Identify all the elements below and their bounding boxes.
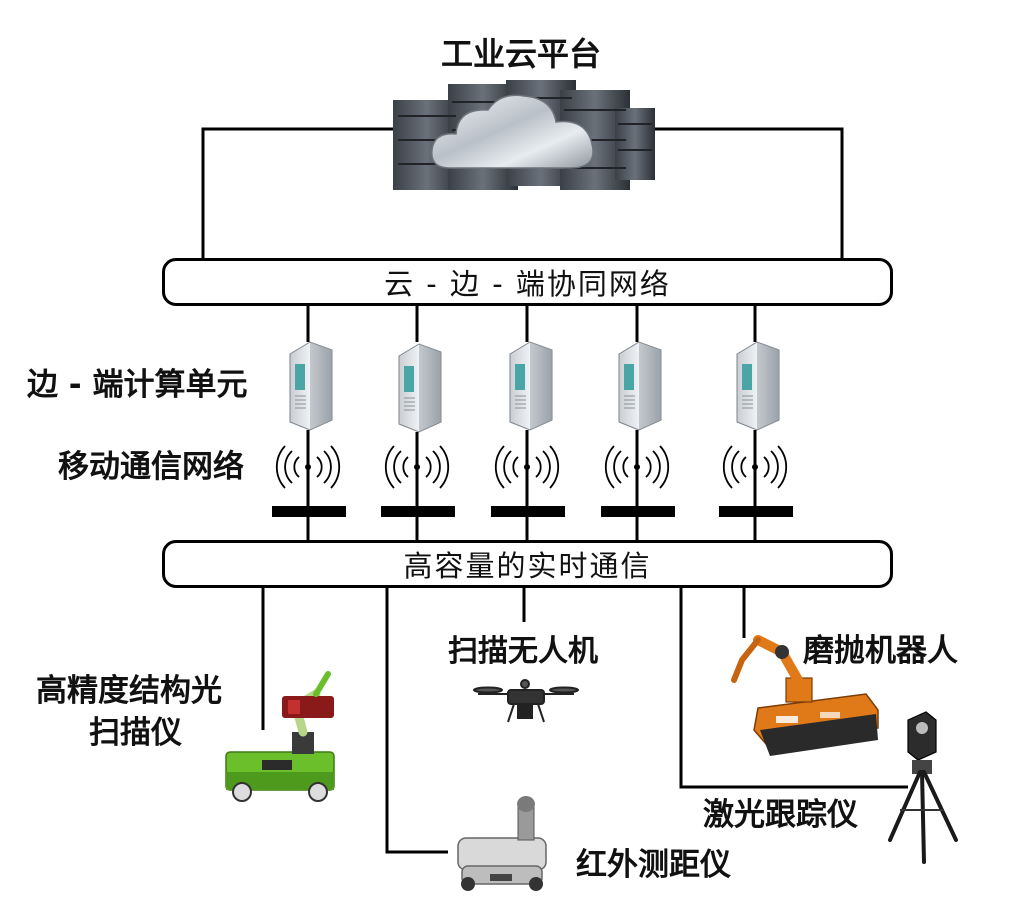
laser-tracker-tripod-icon [888,711,958,864]
realtime-comm-bar: 高容量的实时通信 [162,540,893,588]
structured-light-label-line1: 高精度结构光 [36,673,222,709]
robot-arm-scanner-cart-icon [225,671,335,802]
structured-light-label-line2: 扫描仪 [89,715,182,751]
comm-bar-label: 高容量的实时通信 [403,549,652,583]
infrared-rangefinder-label: 红外测距仪 [576,847,731,883]
cloud-connection-lines [201,127,844,258]
drone-icon [473,679,579,723]
infrared-rangefinder-cart-icon [457,796,547,891]
antenna-bars [272,506,793,517]
polishing-robot-icon [731,635,879,756]
drone-label: 扫描无人机 [448,634,598,669]
network-bar-label: 云 - 边 - 端协同网络 [384,267,671,301]
polishing-robot-label: 磨抛机器人 [803,633,958,669]
device-connection-lines [261,588,908,854]
cloud-platform-title: 工业云平台 [441,35,602,73]
signal-connectors [306,430,757,540]
edge-connectors [306,306,757,342]
wireless-signal-icon [275,445,788,489]
laser-tracker-label: 激光跟踪仪 [703,797,858,833]
mobile-network-label: 移动通信网络 [58,449,244,485]
cloud-edge-end-network-bar: 云 - 边 - 端协同网络 [162,258,893,306]
edge-units-label: 边 - 端计算单元 [27,367,248,403]
cloud-server-cluster-icon [393,80,655,190]
server-tower-icon [289,341,780,433]
